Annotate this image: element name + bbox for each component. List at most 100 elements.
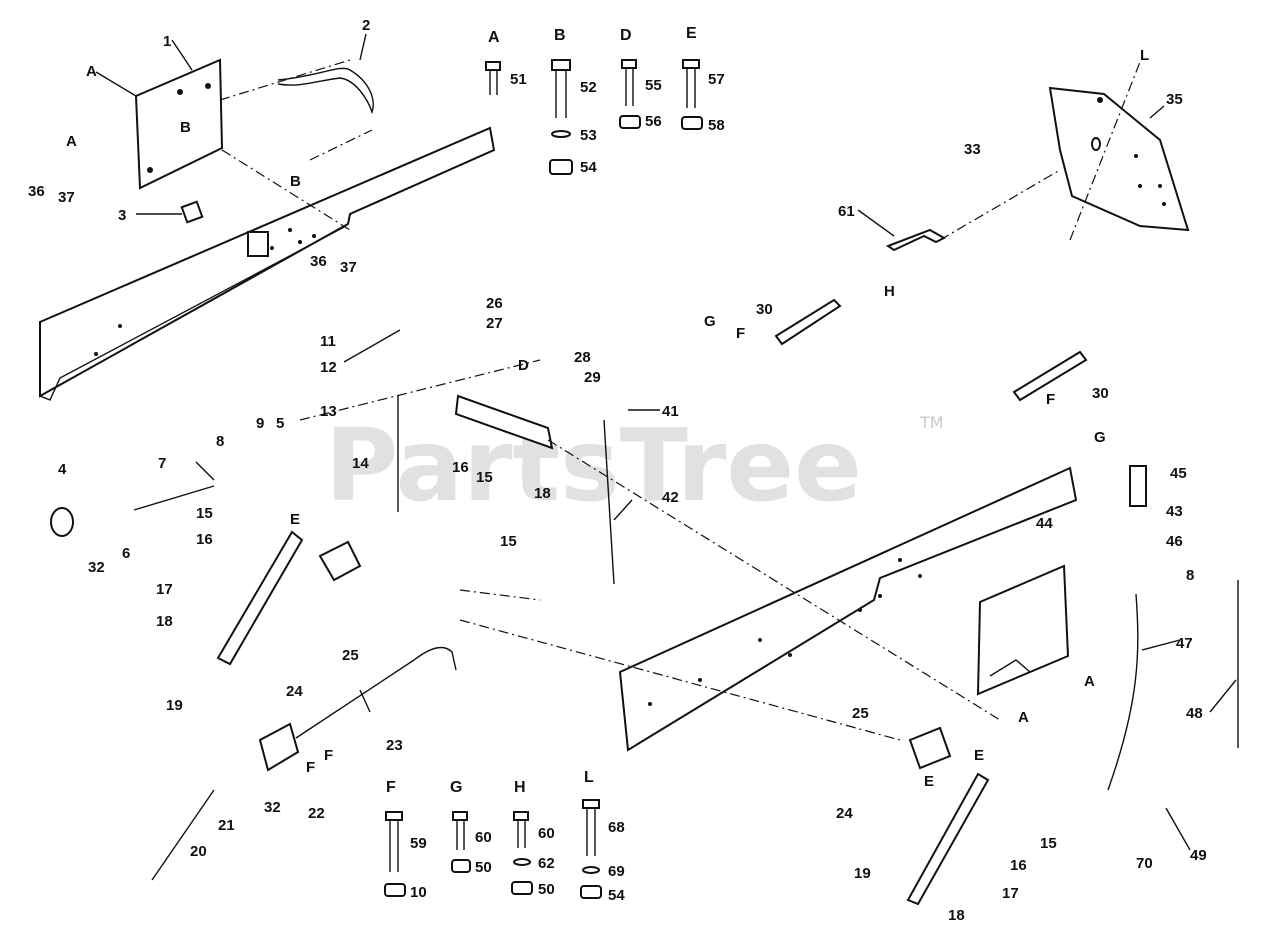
callout: 14 [352,455,369,472]
part-label: 53 [580,127,597,144]
part-label: 56 [645,113,662,130]
callout: 18 [156,613,173,630]
callout: 18 [534,485,551,502]
left-frame-rail [39,126,496,398]
callout: 61 [838,203,855,220]
drawing-parts [39,58,1239,906]
hardware-group-a: A 51 [485,29,527,95]
callout: 7 [158,455,166,472]
rod [1107,593,1139,791]
part-label: 59 [410,835,427,852]
callout: 18 [948,907,965,924]
callout: 22 [308,805,325,822]
group-key: H [514,779,526,796]
part-label: 57 [708,71,725,88]
part-label: 62 [538,855,555,872]
callout: 42 [662,489,679,506]
callout: 36 [310,253,327,270]
part-label: 68 [608,819,625,836]
callout: 2 [362,17,370,34]
hardware-group-e: E 57 58 [681,25,725,134]
hardware-group-h: H 60 62 50 [511,779,555,898]
link [216,530,304,666]
part-label: 51 [510,71,527,88]
callout: 46 [1166,533,1183,550]
leader-lines [95,33,1237,851]
bracket [1012,350,1088,402]
callout: 41 [662,403,679,420]
callout-labels: 1 2 A A B B 36 37 3 36 37 11 12 13 26 27… [28,17,1207,924]
callout: 11 [320,333,336,350]
hardware-group-l: L 68 69 54 [580,769,625,904]
callout: 37 [340,259,357,276]
callout: 19 [854,865,871,882]
callout: 17 [156,581,173,598]
mounting-plate [134,58,224,190]
group-key: G [450,779,462,796]
callout: 13 [320,403,337,420]
callout: 43 [1166,503,1183,520]
callout: D [518,357,529,374]
spring [295,646,457,739]
callout: 45 [1170,465,1187,482]
cross-shaft [454,394,554,450]
callout: G [1094,429,1106,446]
bracket [885,228,947,252]
part-label: 58 [708,117,725,134]
callout: 33 [964,141,981,158]
hardware-group-g: G 60 50 [450,779,492,876]
callout: 30 [1092,385,1109,402]
group-key: F [386,779,396,796]
hardware-group-d: D 55 56 [619,27,662,130]
callout: 17 [1002,885,1019,902]
callout: A [86,63,97,80]
callout: 49 [1190,847,1207,864]
callout: 15 [476,469,493,486]
callout: 20 [190,843,207,860]
callout: 15 [500,533,517,550]
callout: 26 [486,295,503,312]
bolt-head [485,61,501,71]
callout: 25 [852,705,869,722]
callout: 47 [1176,635,1193,652]
clip [180,200,204,224]
callout: 37 [58,189,75,206]
callout: E [290,511,300,528]
hardware-group-b: B 52 53 54 [549,27,597,176]
callout: 16 [452,459,469,476]
callout: 9 [256,415,264,432]
callout: 8 [216,433,224,450]
pivot-plate [908,726,952,770]
part-label: 54 [608,887,625,904]
callout: 23 [386,737,403,754]
callout: 5 [276,415,284,432]
cable [277,67,374,115]
group-key: B [554,27,566,44]
callout: 3 [118,207,126,224]
callout: 25 [342,647,359,664]
callout: 36 [28,183,45,200]
callout: 16 [196,531,213,548]
side-plate [1048,86,1190,232]
callout: 12 [320,359,337,376]
bracket [258,722,300,772]
callout: 30 [756,301,773,318]
callout: F [324,747,333,764]
bracket-plate [976,564,1070,696]
callout: E [974,747,984,764]
callout: 35 [1166,91,1183,108]
part-label: 60 [538,825,555,842]
part-label: 69 [608,863,625,880]
callout: F [1046,391,1055,408]
callout: 27 [486,315,503,332]
callout: 19 [166,697,183,714]
pivot-plate [318,540,362,582]
callout: A [1084,673,1095,690]
hardware-group-f: F 59 10 [384,779,427,901]
callout: 48 [1186,705,1203,722]
callout: 15 [1040,835,1057,852]
callout: H [884,283,895,300]
part-label: 55 [645,77,662,94]
callout: L [1140,47,1149,64]
